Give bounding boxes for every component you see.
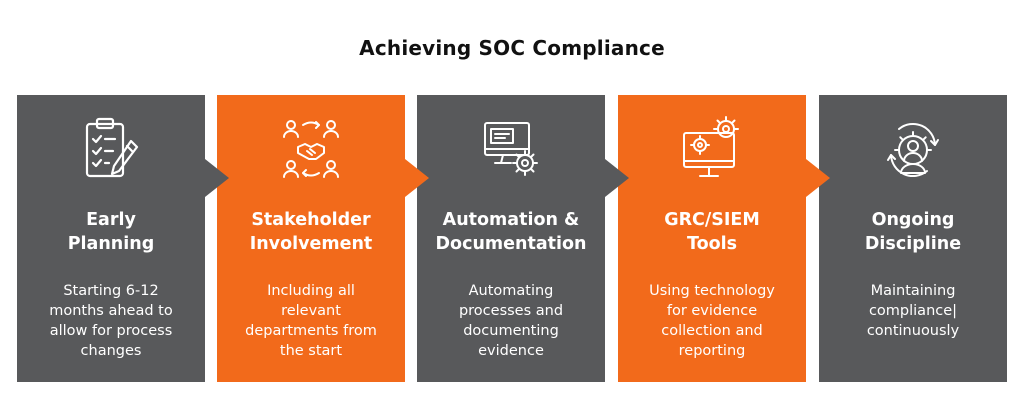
step-early-planning: Early Planning Starting 6-12 months ahea… [17, 95, 229, 382]
step-description: Using technology for evidence collection… [649, 283, 775, 359]
step-description: Automating processes and documenting evi… [458, 283, 564, 359]
step-title: GRC/SIEM Tools [664, 210, 760, 254]
page-title: Achieving SOC Compliance [359, 36, 665, 60]
step-stakeholder-involvement: Stakeholder Involvement Including all re… [217, 95, 429, 382]
step-ongoing-discipline: Ongoing Discipline Maintaining complianc… [819, 95, 1007, 382]
step-arrow [605, 159, 629, 197]
handshake-people-icon [281, 115, 341, 185]
step-description: Maintaining compliance| continuously [866, 283, 960, 339]
step-description: Starting 6-12 months ahead to allow for … [49, 283, 173, 359]
clipboard-checklist-icon [81, 115, 141, 185]
step-title: Early Planning [67, 210, 155, 254]
computer-gear-icon [481, 115, 541, 185]
step-arrow [806, 159, 830, 197]
step-title: Automation & Documentation [435, 210, 587, 254]
monitor-gears-icon [682, 115, 742, 185]
step-arrow [405, 159, 429, 197]
step-description: Including all relevant departments from … [245, 283, 377, 359]
step-grc-siem-tools: GRC/SIEM Tools Using technology for evid… [618, 95, 830, 382]
step-automation-documentation: Automation & Documentation Automating pr… [417, 95, 629, 382]
step-title: Stakeholder Involvement [249, 210, 373, 254]
person-cycle-gear-icon [883, 115, 943, 185]
step-arrow [205, 159, 229, 197]
step-title: Ongoing Discipline [864, 210, 962, 254]
